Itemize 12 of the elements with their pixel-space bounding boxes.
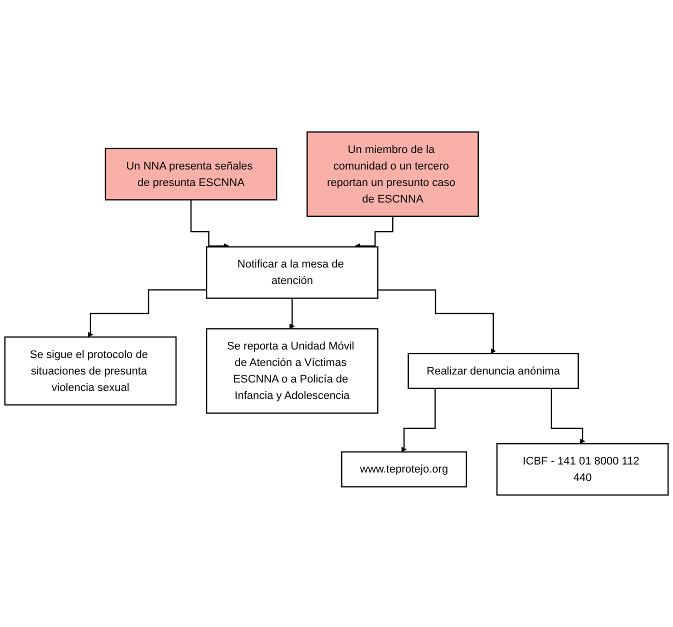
node-box: ICBF - 141 01 8000 112 440 [496,443,669,496]
arrow [354,216,394,249]
arrow [289,298,295,330]
node-box: Un miembro de la comunidad o un tercero reportan un presunto caso de ESCNNA [306,131,479,217]
node-box: Se sigue el protocolo de situaciones de presunta violencia sexual [4,336,177,406]
node-box: Se reporta a Unidad Móvil de Atención a Víctimas ESCNNA o a Policía de Infancia y Adolescencia [206,328,378,414]
node-box: Notificar a la mesa de atención [206,246,378,299]
arrow [378,289,496,354]
node-box: Realizar denuncia anónima [408,352,579,389]
arrow [88,289,207,338]
node-box: www.teprotejo.org [341,451,468,488]
node-box: Un NNA presenta señales de presunta ESCNNA [104,148,278,200]
